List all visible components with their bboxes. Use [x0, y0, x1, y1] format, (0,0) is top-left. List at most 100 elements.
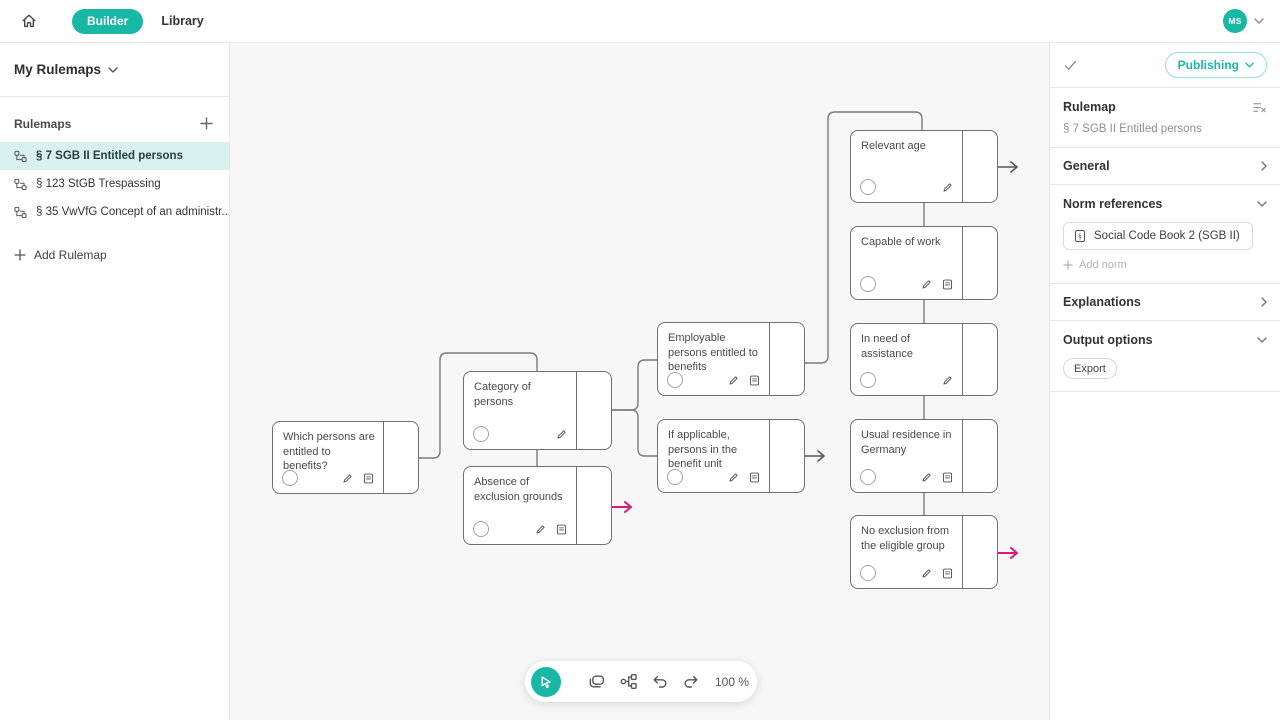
node-title: Which persons are entitled to benefits?	[283, 431, 375, 473]
rule-node[interactable]: Employable persons entitled to benefits	[657, 322, 805, 396]
edit-icon[interactable]	[555, 428, 568, 441]
avatar[interactable]: MS	[1223, 9, 1247, 33]
node-status-circle[interactable]	[667, 372, 683, 388]
norm-reference-chip[interactable]: § Social Code Book 2 (SGB II)	[1063, 222, 1253, 250]
note-icon[interactable]	[941, 471, 954, 484]
node-side-panel[interactable]	[769, 420, 804, 492]
add-node-button[interactable]	[587, 672, 606, 691]
add-norm-label: Add norm	[1079, 259, 1127, 271]
rule-node[interactable]: Usual residence in Germany	[850, 419, 998, 493]
redo-button[interactable]	[682, 674, 700, 690]
avatar-chevron-down-icon[interactable]	[1254, 18, 1264, 24]
rule-node[interactable]: Absence of exclusion grounds	[463, 466, 612, 545]
node-status-circle[interactable]	[473, 426, 489, 442]
edit-icon[interactable]	[727, 471, 740, 484]
chevron-down-icon	[1245, 62, 1254, 68]
node-title: In need of assistance	[861, 333, 913, 360]
edit-icon[interactable]	[941, 374, 954, 387]
node-body: Which persons are entitled to benefits?	[273, 422, 383, 493]
edit-icon[interactable]	[920, 471, 933, 484]
node-side-panel[interactable]	[962, 516, 997, 588]
node-status-circle[interactable]	[860, 565, 876, 581]
add-norm-button[interactable]: Add norm	[1063, 259, 1267, 271]
rule-node[interactable]: In need of assistance	[850, 323, 998, 396]
node-status-circle[interactable]	[860, 469, 876, 485]
node-title: Absence of exclusion grounds	[474, 476, 563, 503]
output-arrow-icon	[997, 161, 1018, 173]
tab-library[interactable]: Library	[161, 14, 204, 28]
rule-node[interactable]: Category of persons	[463, 371, 612, 450]
sidebar-rulemap-item[interactable]: § 123 StGB Trespassing	[0, 170, 229, 198]
rulemap-section-title: Rulemap	[1063, 100, 1116, 114]
node-side-panel[interactable]	[383, 422, 418, 493]
node-status-circle[interactable]	[860, 276, 876, 292]
norm-references-label: Norm references	[1063, 197, 1163, 211]
auto-layout-button[interactable]	[619, 672, 638, 691]
output-arrow-icon	[804, 450, 825, 462]
node-body: In need of assistance	[851, 324, 962, 395]
workspace-selector[interactable]: My Rulemaps	[14, 62, 118, 77]
cursor-icon	[541, 676, 551, 688]
section-norm-references[interactable]: Norm references	[1063, 197, 1267, 211]
add-rulemap-plus-icon[interactable]	[198, 115, 215, 132]
node-side-panel[interactable]	[576, 372, 611, 449]
select-tool-button[interactable]	[531, 666, 561, 697]
rule-node[interactable]: No exclusion from the eligible group	[850, 515, 998, 589]
publishing-button[interactable]: Publishing	[1164, 52, 1267, 78]
edit-icon[interactable]	[534, 523, 547, 536]
node-status-circle[interactable]	[860, 372, 876, 388]
connector-layer	[419, 111, 1018, 559]
collapse-list-icon[interactable]	[1252, 101, 1267, 114]
undo-button[interactable]	[651, 674, 669, 690]
section-output-options[interactable]: Output options	[1063, 333, 1267, 347]
redo-icon	[684, 675, 698, 688]
note-icon[interactable]	[555, 523, 568, 536]
node-side-panel[interactable]	[576, 467, 611, 544]
node-title: Capable of work	[861, 236, 941, 248]
rulemap-name: § 7 SGB II Entitled persons	[1063, 123, 1202, 135]
note-icon[interactable]	[941, 567, 954, 580]
node-side-panel[interactable]	[962, 131, 997, 202]
edit-icon[interactable]	[920, 278, 933, 291]
node-side-panel[interactable]	[769, 323, 804, 395]
rule-node[interactable]: Which persons are entitled to benefits?	[272, 421, 419, 494]
node-side-panel[interactable]	[962, 227, 997, 299]
sidebar-rulemap-item[interactable]: § 7 SGB II Entitled persons	[0, 142, 229, 170]
edit-icon[interactable]	[727, 374, 740, 387]
rule-node[interactable]: If applicable, persons in the benefit un…	[657, 419, 805, 493]
section-explanations[interactable]: Explanations	[1050, 284, 1280, 321]
canvas-toolbar: 100 %	[525, 661, 757, 702]
edit-icon[interactable]	[920, 567, 933, 580]
node-status-circle[interactable]	[860, 179, 876, 195]
note-icon[interactable]	[748, 471, 761, 484]
sidebar-rulemap-item[interactable]: § 35 VwVfG Concept of an administr...	[0, 198, 229, 226]
export-button[interactable]: Export	[1063, 358, 1117, 379]
edit-icon[interactable]	[341, 472, 354, 485]
rule-node[interactable]: Relevant age	[850, 130, 998, 203]
plus-icon	[14, 249, 26, 261]
diagram-canvas[interactable]: Which persons are entitled to benefits? …	[230, 43, 1049, 720]
add-rulemap-button[interactable]: Add Rulemap	[14, 248, 215, 262]
svg-text:§: §	[1078, 232, 1082, 241]
node-status-circle[interactable]	[667, 469, 683, 485]
node-status-circle[interactable]	[282, 470, 298, 486]
node-status-circle[interactable]	[473, 521, 489, 537]
node-side-panel[interactable]	[962, 420, 997, 492]
section-general[interactable]: General	[1050, 148, 1280, 185]
node-title: Category of persons	[474, 381, 531, 408]
tab-builder[interactable]: Builder	[72, 8, 144, 34]
node-title: No exclusion from the eligible group	[861, 525, 950, 552]
zoom-level[interactable]: 100 %	[715, 674, 750, 689]
edit-icon[interactable]	[941, 181, 954, 194]
node-side-panel[interactable]	[962, 324, 997, 395]
cards-icon	[589, 675, 605, 688]
node-body: Capable of work	[851, 227, 962, 299]
rule-node[interactable]: Capable of work	[850, 226, 998, 300]
node-body: Relevant age	[851, 131, 962, 202]
note-icon[interactable]	[748, 374, 761, 387]
note-icon[interactable]	[362, 472, 375, 485]
chevron-right-icon	[1261, 161, 1267, 171]
home-icon[interactable]	[16, 8, 42, 34]
chevron-down-icon	[1257, 201, 1267, 207]
note-icon[interactable]	[941, 278, 954, 291]
